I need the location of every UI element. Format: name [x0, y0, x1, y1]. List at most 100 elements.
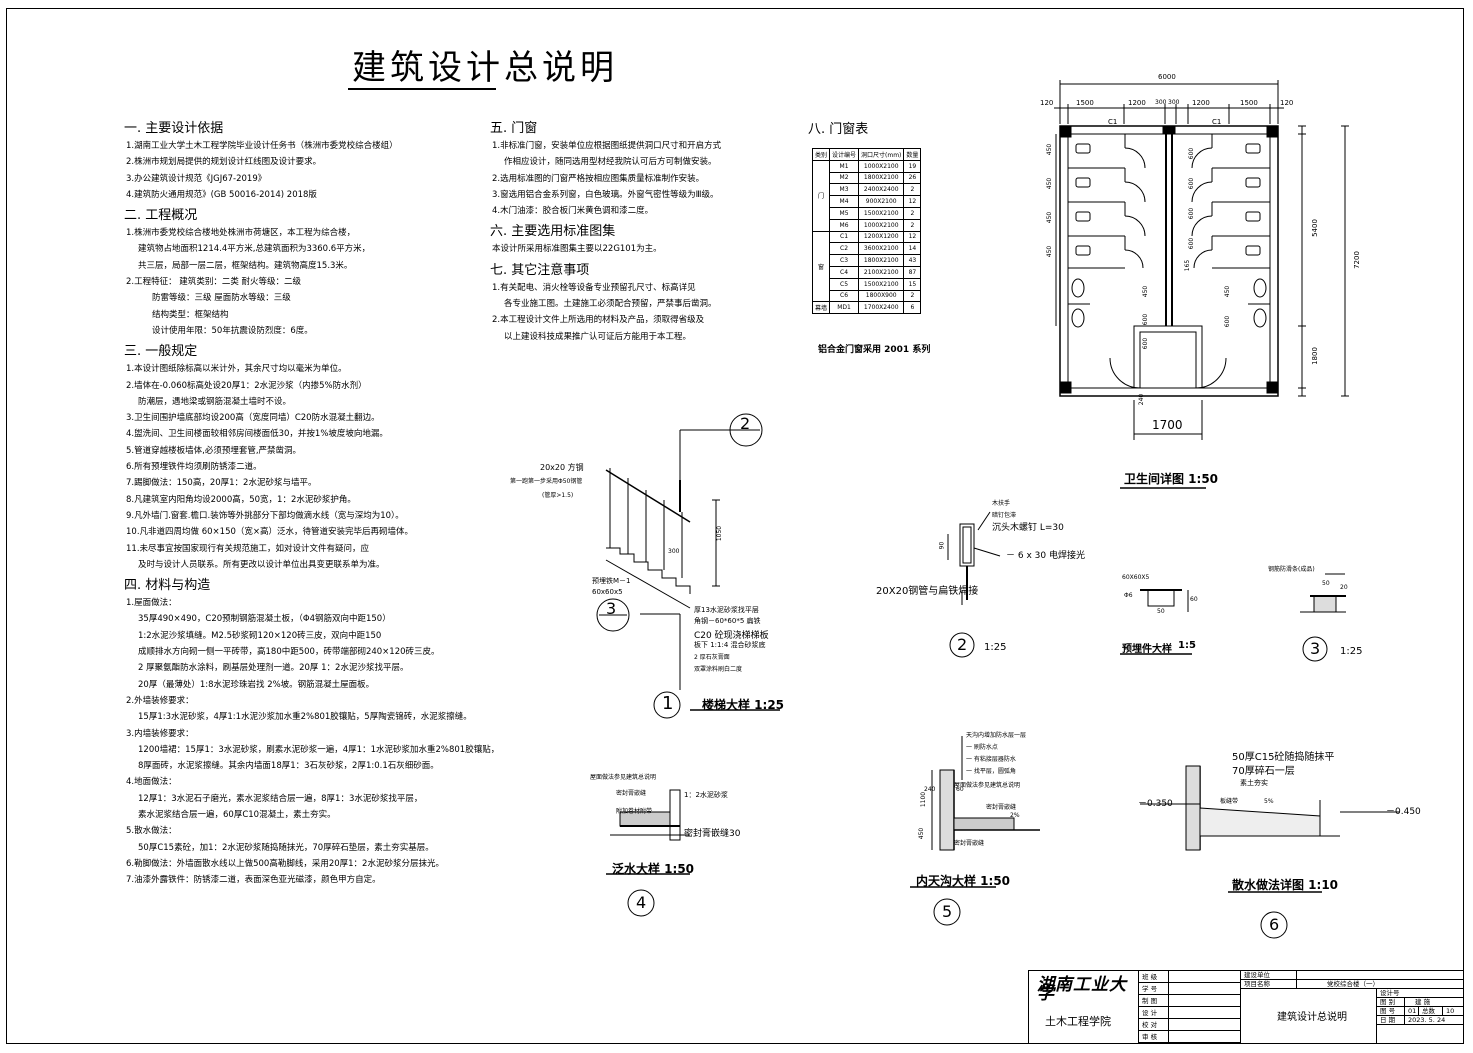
- annotation-label: 50厚C15砼随捣随抹平: [1232, 752, 1335, 763]
- section-heading: 六. 主要选用标准图集: [490, 224, 616, 240]
- annotation-label: 密封膏嵌缝: [616, 790, 647, 797]
- note-line: 本设计所采用标准图集主要以22G101为主。: [492, 244, 662, 255]
- nosing-dim-1: 50: [1322, 580, 1330, 587]
- note-line: 1.株洲市委党校综合楼地处株洲市荷塘区，本工程为综合楼，: [126, 228, 356, 239]
- table-cell: 1800X900: [858, 289, 905, 303]
- toilet-height-upper: 5400: [1310, 219, 1319, 237]
- note-line: 防雷等级：三级 屋面防水等级：三级: [152, 293, 291, 304]
- annotation-label: 角钢－60*60*5 扁铁: [694, 617, 761, 625]
- annotation-label: 600: [1188, 207, 1196, 220]
- note-line: 1.湖南工业大学土木工程学院毕业设计任务书（株洲市委党校综合楼组）: [126, 141, 398, 151]
- design-no-label: 设计号: [1377, 989, 1463, 998]
- toilet-dim-2: 1200: [1128, 99, 1146, 107]
- project-value: 党校综合楼（一）: [1297, 980, 1463, 989]
- annotation-label: 1：2水泥砂浆: [684, 791, 728, 799]
- embed-detail: [1120, 589, 1192, 655]
- drawing-title: 建筑设计总说明: [1277, 1012, 1347, 1023]
- annotation-label: 木扶手: [992, 500, 1011, 507]
- annotation-label: 450: [1046, 245, 1054, 258]
- note-line: 各专业施工图。土建施工必须配合预留，严禁事后凿洞。: [504, 299, 717, 310]
- annotation-label: 1100: [920, 791, 928, 808]
- table-category: 幕墙: [811, 301, 831, 315]
- drawing-no-label: 图 号: [1377, 1007, 1405, 1016]
- annotation-label: 60x60x5: [592, 588, 623, 596]
- total-label: 总数: [1419, 1007, 1443, 1016]
- apron-caption: 散水做法详图 1:10: [1232, 878, 1339, 892]
- toilet-left-end: 120: [1040, 99, 1054, 107]
- toilet-total-height: 7200: [1352, 251, 1361, 269]
- note-line: 4.地面做法：: [126, 777, 177, 788]
- toilet-caption: 卫生间详图 1:50: [1124, 472, 1219, 486]
- handrail-scale: 1:25: [984, 642, 1007, 653]
- flashing-caption: 泛水大样 1:50: [612, 862, 695, 876]
- annotation-label: 一 找平层，圆弧角: [966, 768, 1016, 775]
- annotation-label: 板缝带: [1220, 798, 1239, 805]
- signature-value: [1169, 1031, 1241, 1043]
- stair-dim-height: 1050: [716, 525, 724, 542]
- doorwin-heading: 八. 门窗表: [808, 122, 869, 137]
- handrail-detail: [947, 511, 1001, 658]
- signature-label: 班 级: [1139, 971, 1169, 983]
- annotation-label: －0.450: [1386, 807, 1421, 817]
- apron-detail-num: 6: [1269, 915, 1280, 934]
- total-value: 10: [1443, 1007, 1463, 1016]
- table-cell: 2100X2100: [858, 265, 905, 279]
- toilet-door-width: 1700: [1152, 418, 1183, 432]
- annotation-label: 暗钉包滞: [992, 512, 1017, 519]
- gutter-detail: [910, 736, 1040, 926]
- note-line: 5.散水做法：: [126, 826, 177, 837]
- note-line: 6.所有预埋铁件均须刷防锈漆二道。: [126, 462, 262, 473]
- annotation-label: 450: [1046, 177, 1054, 190]
- annotation-label: 屋面做法参见建筑总说明: [590, 774, 657, 781]
- project-label: 项目名称: [1241, 980, 1297, 989]
- note-line: 50厚C15素砼，加1：2水泥砂浆随捣随抹光，70厚碎石垫层，素土夯实基层。: [138, 842, 434, 853]
- toilet-window-mark-2: C1: [1212, 118, 1222, 126]
- note-line: 2.本工程设计文件上所选用的材料及产品，须取得省级及: [492, 315, 705, 326]
- note-line: 35厚490×490，C20预制钢筋混凝土板，（Φ4钢筋双向中距150）: [138, 614, 391, 625]
- section-heading: 一. 主要设计依据: [124, 121, 224, 136]
- annotation-label: 600: [1224, 315, 1232, 328]
- title-block-logo-cell: 湖南工业大学 土木工程学院: [1029, 971, 1139, 1043]
- annotation-label: 20x20 方钢: [540, 463, 584, 472]
- note-line: 素水泥浆结合层一遍，60厚C10混凝土，素土夯实。: [138, 809, 336, 820]
- annotation-label: 一 有粘接层器防水: [966, 756, 1016, 763]
- unit-value: [1297, 971, 1463, 980]
- title-underline: [348, 88, 496, 90]
- toilet-dim-6: 1500: [1240, 99, 1258, 107]
- note-line: 7.油漆外露铁件：防锈漆二道，表面深色亚光磁漆，颜色甲方自定。: [126, 875, 381, 886]
- note-line: 2.株洲市规划局提供的规划设计红线图及设计要求。: [126, 157, 322, 168]
- note-line: 8.凡建筑室内阳角均设2000高，50宽，1：2水泥砂浆护角。: [126, 494, 356, 505]
- note-line: 1.有关配电、消火栓等设备专业预留孔尺寸、标高详见: [492, 282, 696, 293]
- embed-label-bar: Φ6: [1124, 592, 1133, 599]
- note-line: 9.凡外墙门.窗套.檐口.装饰等外挑部分下部均做滴水线（宽与深均为10）。: [126, 510, 404, 521]
- section-heading: 三. 一般规定: [124, 344, 198, 360]
- table-cell: 1500X2100: [858, 277, 905, 291]
- signature-label: 制 图: [1139, 995, 1169, 1007]
- note-line: 2.选用标准图的门窗严格按相应图集质量标准制作安装。: [492, 173, 705, 184]
- stair-detail-num: 1: [662, 693, 674, 714]
- note-line: 设计使用年限：50年抗震设防烈度：6度。: [152, 325, 313, 336]
- stair-caption: 楼梯大样 1:25: [702, 698, 785, 712]
- annotation-label: 素土夯实: [1240, 779, 1268, 787]
- toilet-dim-4: 300: [1168, 99, 1180, 106]
- annotation-label: 天沟内增加防水层一层: [966, 732, 1027, 739]
- note-line: 1:2水泥沙浆填缝。M2.5砂浆砌120×120砖三皮，双向中距150: [138, 630, 382, 641]
- annotation-label: 2%: [1010, 812, 1020, 819]
- toilet-window-mark-1: C1: [1108, 118, 1118, 126]
- note-line: 7.踢脚做法：150高，20厚1：2水泥砂浆与墙平。: [126, 478, 317, 489]
- note-line: 1.非标准门窗，安装单位应根据图纸提供洞口尺寸和开启方式: [492, 141, 722, 151]
- signature-label: 审 核: [1139, 1031, 1169, 1043]
- embed-label-plate: 60X60X5: [1122, 574, 1150, 581]
- note-line: 12厚1：3水泥石子磨光，素水泥浆结合层一遍，8厚1：3水泥砂浆找平层，: [138, 793, 423, 804]
- date-value: 2023. 5. 24: [1405, 1016, 1463, 1025]
- annotation-label: 附加卷材附带: [616, 808, 653, 815]
- date-label: 日 期: [1377, 1016, 1405, 1025]
- notes-column-1: 一. 主要设计依据 1.湖南工业大学土木工程学院毕业设计任务书（株洲市委党校综合楼…: [124, 116, 499, 888]
- college-name: 土木工程学院: [1045, 1015, 1111, 1028]
- toilet-right-end: 120: [1280, 99, 1294, 107]
